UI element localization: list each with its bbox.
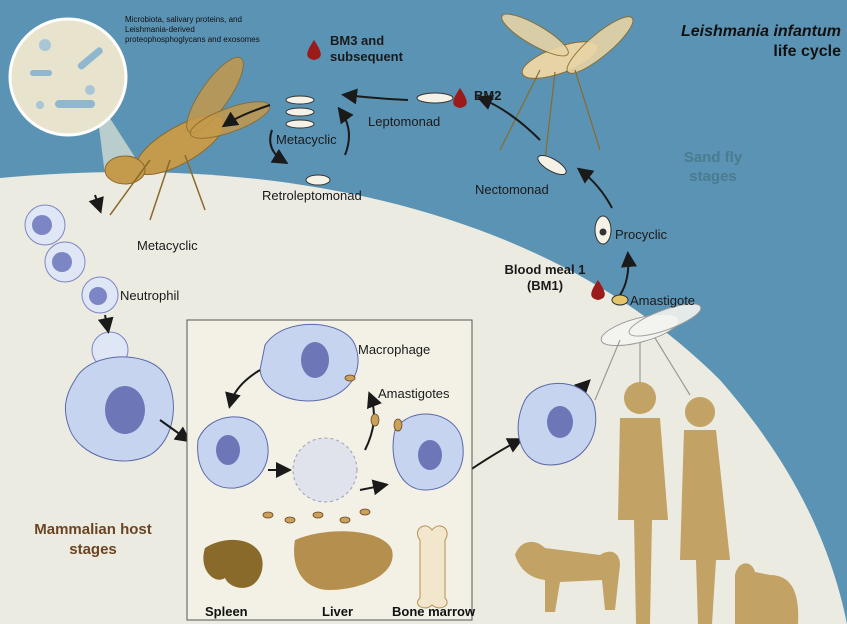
title-organism: Leishmania infantum (681, 22, 841, 42)
sand-fly-stages-label: Sand fly stages (668, 148, 758, 186)
bm3-label: BM3 and subsequent (330, 33, 420, 65)
metacyclic-fly-label: Metacyclic (276, 132, 337, 147)
title-subtitle: life cycle (681, 42, 841, 62)
retroleptomonad-label: Retroleptomonad (262, 188, 362, 203)
leptomonad-label: Leptomonad (368, 114, 440, 129)
bm2-label: BM2 (474, 88, 501, 103)
macrophage-host (65, 357, 173, 461)
mammalian-host-stages-label: Mammalian host stages (28, 520, 158, 560)
nectomonad-label: Nectomonad (475, 182, 549, 197)
procyclic-label: Procyclic (615, 227, 667, 242)
spleen-label: Spleen (205, 604, 248, 619)
metacyclic-host-label: Metacyclic (137, 238, 198, 253)
amastigotes-label: Amastigotes (378, 386, 450, 401)
amastigote-label: Amastigote (630, 293, 695, 308)
microbiota-note: Microbiota, salivary proteins, and Leish… (125, 15, 275, 45)
bone-marrow-icon (417, 526, 447, 608)
liver-label: Liver (322, 604, 353, 619)
neutrophil-label: Neutrophil (120, 288, 179, 303)
bone-marrow-label: Bone marrow (392, 604, 475, 619)
macrophage-label: Macrophage (358, 342, 430, 357)
diagram-title: Leishmania infantum life cycle (681, 22, 841, 62)
bm1-label: Blood meal 1 (BM1) (495, 262, 595, 294)
